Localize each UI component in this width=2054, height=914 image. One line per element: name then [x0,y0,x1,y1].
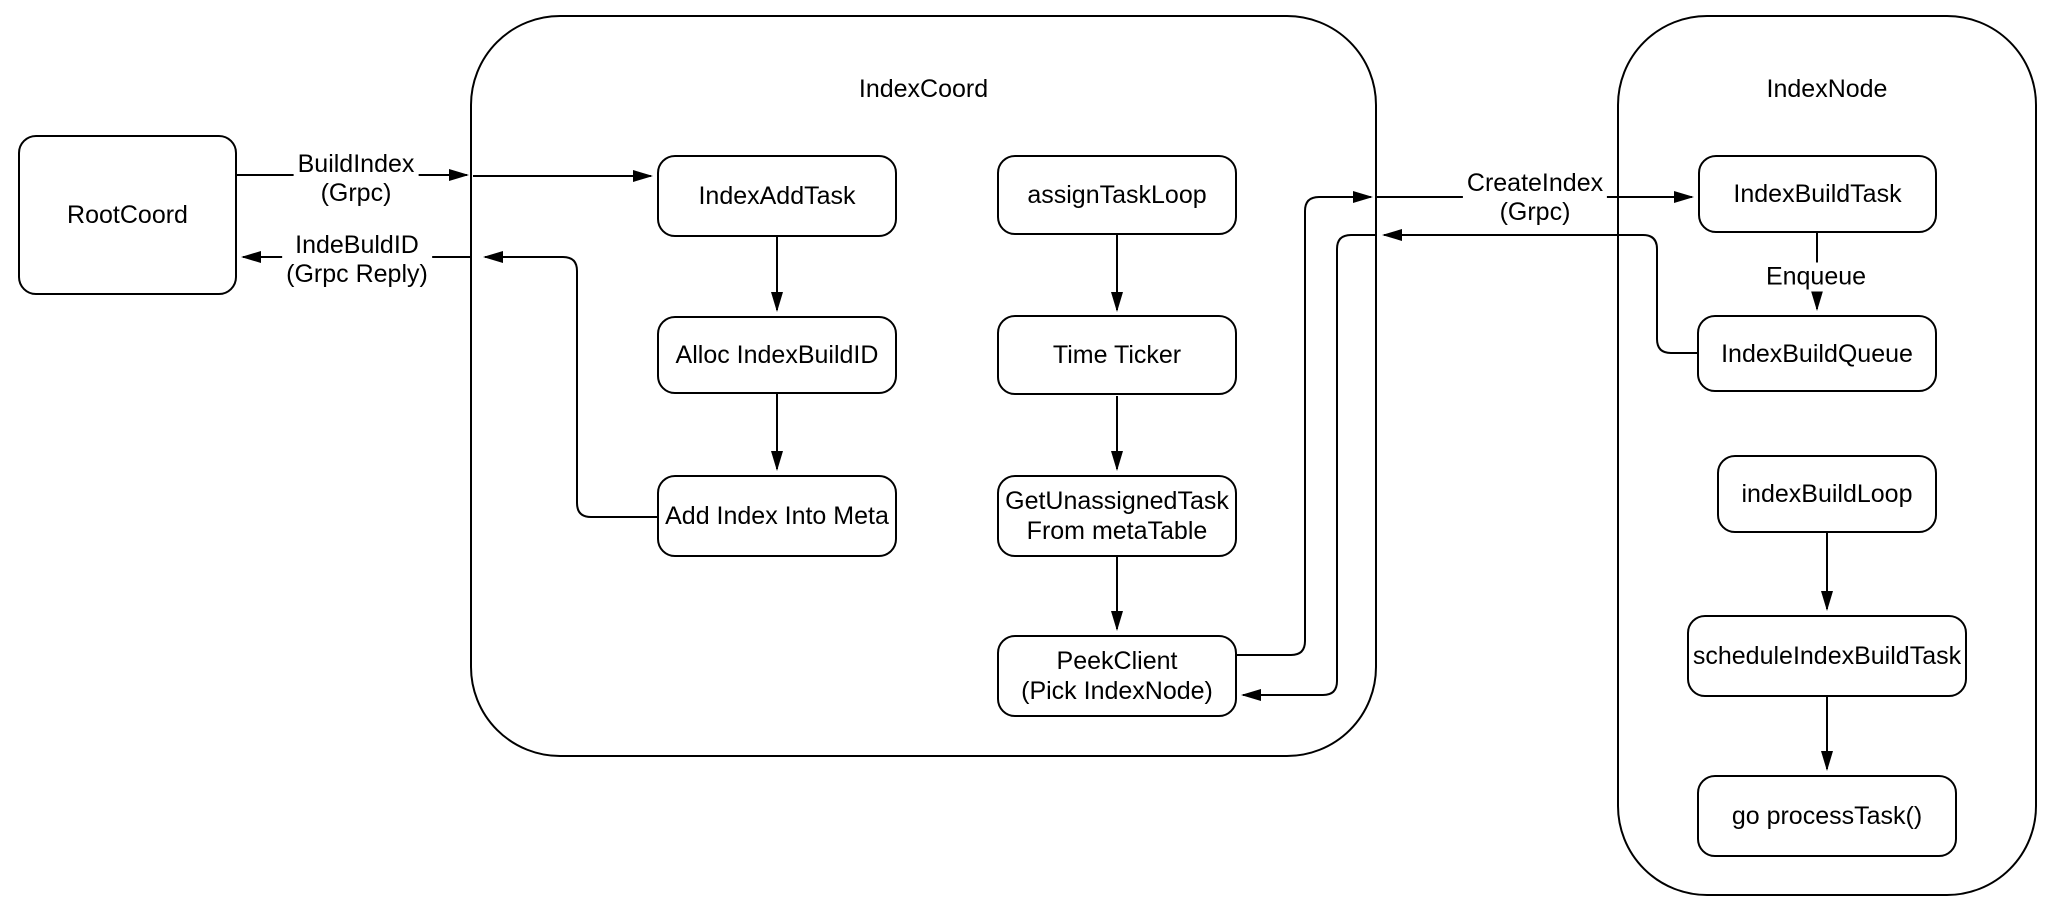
node-time-ticker: Time Ticker [997,315,1237,395]
container-indexcoord-title: IndexCoord [858,75,989,103]
node-indexbuildqueue: IndexBuildQueue [1697,315,1937,392]
node-indexaddtask: IndexAddTask [657,155,897,237]
container-indexnode: IndexNode [1617,15,2037,896]
edge-label-indebuldid-grpc-reply: IndeBuldID (Grpc Reply) [282,231,432,289]
node-rootcoord: RootCoord [18,135,237,295]
node-add-index-into-meta: Add Index Into Meta [657,475,897,557]
node-indexbuildtask: IndexBuildTask [1698,155,1937,233]
edge-label-buildindex-grpc: BuildIndex (Grpc) [293,150,419,208]
node-getunassignedtask: GetUnassignedTask From metaTable [997,475,1237,557]
node-go-processtask: go processTask() [1697,775,1957,857]
node-indexbuildloop: indexBuildLoop [1717,455,1937,533]
container-indexcoord: IndexCoord [470,15,1377,757]
edge-label-createindex-grpc: CreateIndex (Grpc) [1462,169,1608,227]
node-alloc-indexbuildid: Alloc IndexBuildID [657,316,897,394]
node-assigntaskloop: assignTaskLoop [997,155,1237,235]
node-scheduleindexbuildtask: scheduleIndexBuildTask [1687,615,1967,697]
node-peekclient: PeekClient (Pick IndexNode) [997,635,1237,717]
container-indexnode-title: IndexNode [1766,75,1888,103]
edge-label-enqueue: Enqueue [1761,262,1871,292]
